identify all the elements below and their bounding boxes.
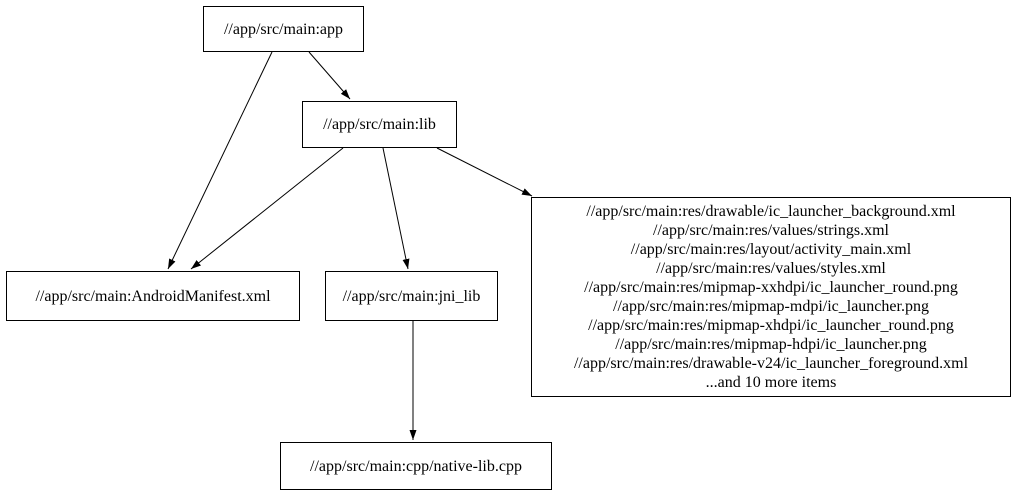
node-label: //app/src/main:res/mipmap-xhdpi/ic_launc… xyxy=(588,317,954,334)
node-android-manifest: //app/src/main:AndroidManifest.xml xyxy=(6,271,300,321)
node-label: //app/src/main:app xyxy=(223,20,344,38)
node-label: //app/src/main:res/mipmap-xxhdpi/ic_laun… xyxy=(584,279,958,296)
node-jni-lib: //app/src/main:jni_lib xyxy=(325,271,498,321)
node-label: //app/src/main:AndroidManifest.xml xyxy=(35,287,271,305)
node-resources: //app/src/main:res/drawable/ic_launcher_… xyxy=(531,197,1011,397)
node-label: //app/src/main:res/mipmap-hdpi/ic_launch… xyxy=(615,336,927,353)
node-label: ...and 10 more items xyxy=(705,374,837,391)
node-label: //app/src/main:lib xyxy=(323,116,436,133)
node-label: //app/src/main:res/drawable-v24/ic_launc… xyxy=(573,355,969,372)
node-label: //app/src/main:res/mipmap-mdpi/ic_launch… xyxy=(613,298,929,315)
node-label: //app/src/main:res/drawable/ic_launcher_… xyxy=(586,203,956,220)
edge-app-to-android-manifest xyxy=(167,51,273,270)
node-native-lib: //app/src/main:cpp/native-lib.cpp xyxy=(280,442,552,490)
edge-lib-to-resources xyxy=(436,147,533,197)
node-lib: //app/src/main:lib xyxy=(302,101,457,148)
node-label: //app/src/main:cpp/native-lib.cpp xyxy=(310,457,522,475)
node-app: //app/src/main:app xyxy=(203,6,364,52)
node-label: //app/src/main:res/layout/activity_main.… xyxy=(630,241,912,258)
node-label: //app/src/main:res/values/strings.xml xyxy=(653,222,889,239)
edge-lib-to-jni-lib xyxy=(382,147,410,270)
edge-app-to-lib xyxy=(308,51,351,100)
edge-lib-to-android-manifest xyxy=(190,147,344,270)
node-label: //app/src/main:res/values/styles.xml xyxy=(656,260,886,277)
node-label: //app/src/main:jni_lib xyxy=(342,287,481,305)
